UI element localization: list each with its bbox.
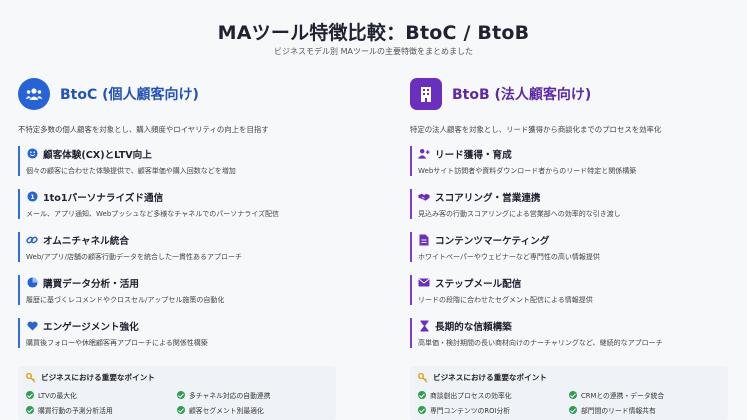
btob-header: BtoB (法人顧客向け) xyxy=(410,76,730,112)
svg-text:1: 1 xyxy=(30,193,35,201)
point-text: 多チャネル対応の自動連携 xyxy=(189,392,271,400)
point-text: 商談創出プロセスの効率化 xyxy=(430,392,512,400)
btoc-title: BtoC (個人顧客向け) xyxy=(60,87,199,103)
btob-feature: スコアリング・営業連携 見込み客の行動スコアリングによる営業部への効率的な引き渡… xyxy=(410,189,730,222)
point-text: 購買行動の予測分析活用 xyxy=(38,407,113,415)
btoc-description: 不特定多数の個人顧客を対象とし、購入頻度やロイヤリティの向上を目指す xyxy=(18,125,269,134)
check-icon xyxy=(26,406,34,414)
hourglass-icon xyxy=(418,320,430,332)
btob-title: BtoB (法人顧客向け) xyxy=(452,87,592,103)
feature-title: 顧客体験(CX)とLTV向上 xyxy=(43,149,152,161)
smile-icon xyxy=(26,148,38,160)
point-item: 部門間のリード情報共有 xyxy=(569,405,720,415)
one-to-one-icon: 1 xyxy=(26,191,38,203)
building-icon xyxy=(410,78,442,110)
point-item: CRMとの連携・データ統合 xyxy=(569,390,720,400)
feature-desc: 履歴に基づくレコメンドやクロスセル/アップセル施策の自動化 xyxy=(26,296,225,304)
feature-title: スコアリング・営業連携 xyxy=(435,192,541,204)
document-icon xyxy=(418,234,430,246)
btob-description: 特定の法人顧客を対象とし、リード獲得から商談化までのプロセスを効率化 xyxy=(410,125,662,134)
point-text: CRMとの連携・データ統合 xyxy=(581,392,665,400)
point-text: LTVの最大化 xyxy=(38,392,77,400)
feature-title: オムニチャネル統合 xyxy=(43,235,129,247)
check-icon xyxy=(569,406,577,414)
btob-feature: リード獲得・育成 Webサイト訪問者や資料ダウンロード者からのリード特定と関係構… xyxy=(410,146,730,179)
feature-desc: ホワイトペーパーやウェビナーなど専門性の高い情報提供 xyxy=(418,253,600,261)
point-item: 顧客セグメント別最適化 xyxy=(177,405,328,415)
points-title: ビジネスにおける重要なポイント xyxy=(433,373,547,382)
btoc-feature: エンゲージメント強化 購買後フォローや休眠顧客再アプローチによる関係性構築 xyxy=(18,318,338,351)
users-icon xyxy=(18,78,50,110)
btoc-feature: 1 1to1パーソナライズド通信 メール、アプリ通知、Webプッシュなど多様なチ… xyxy=(18,189,338,222)
feature-title: エンゲージメント強化 xyxy=(43,321,139,333)
feature-desc: メール、アプリ通知、Webプッシュなど多様なチャネルでのパーソナライズ配信 xyxy=(26,210,279,218)
check-icon xyxy=(177,391,185,399)
btob-feature: ステップメール配信 リードの段階に合わせたセグメント配信による情報提供 xyxy=(410,275,730,308)
point-item: 専門コンテンツのROI分析 xyxy=(418,405,569,415)
user-plus-icon xyxy=(418,148,430,160)
feature-title: リード獲得・育成 xyxy=(435,149,512,161)
feature-desc: 見込み客の行動スコアリングによる営業部への効率的な引き渡し xyxy=(418,210,621,218)
mail-icon xyxy=(418,277,430,289)
feature-title: ステップメール配信 xyxy=(435,278,522,290)
key-icon xyxy=(26,372,36,383)
btob-column: BtoB (法人顧客向け) 特定の法人顧客を対象とし、リード獲得から商談化までの… xyxy=(410,76,730,351)
btob-key-points: ビジネスにおける重要なポイント 商談創出プロセスの効率化 CRMとの連携・データ… xyxy=(410,366,728,420)
btoc-column: BtoC (個人顧客向け) 不特定多数の個人顧客を対象とし、購入頻度やロイヤリテ… xyxy=(18,76,338,351)
feature-desc: Webサイト訪問者や資料ダウンロード者からのリード特定と関係構築 xyxy=(418,167,637,175)
feature-title: コンテンツマーケティング xyxy=(435,235,550,247)
check-icon xyxy=(569,391,577,399)
points-title: ビジネスにおける重要なポイント xyxy=(41,373,155,382)
heart-icon xyxy=(26,320,38,332)
feature-title: 購買データ分析・活用 xyxy=(43,278,139,290)
check-icon xyxy=(26,391,34,399)
point-item: LTVの最大化 xyxy=(26,390,177,400)
pie-chart-icon xyxy=(26,277,38,289)
page-title: MAツール特徴比較：BtoC / BtoB xyxy=(217,22,530,44)
btob-feature: コンテンツマーケティング ホワイトペーパーやウェビナーなど専門性の高い情報提供 xyxy=(410,232,730,265)
btob-feature: 長期的な信頼構築 高単価・検討期間の長い商材向けのナーチャリングなど、継続的なア… xyxy=(410,318,730,351)
btoc-header: BtoC (個人顧客向け) xyxy=(18,76,338,112)
feature-desc: 購買後フォローや休眠顧客再アプローチによる関係性構築 xyxy=(26,339,208,347)
point-text: 顧客セグメント別最適化 xyxy=(189,407,264,415)
btoc-feature: 顧客体験(CX)とLTV向上 個々の顧客に合わせた体験提供で、顧客単価や購入回数… xyxy=(18,146,338,179)
key-icon xyxy=(418,372,428,383)
check-icon xyxy=(177,406,185,414)
feature-title: 1to1パーソナライズド通信 xyxy=(43,192,164,204)
btoc-key-points: ビジネスにおける重要なポイント LTVの最大化 多チャネル対応の自動連携 購買行… xyxy=(18,366,336,420)
point-text: 部門間のリード情報共有 xyxy=(581,407,656,415)
check-icon xyxy=(418,391,426,399)
feature-desc: Web/アプリ/店舗の顧客行動データを統合した一貫性あるアプローチ xyxy=(26,253,242,261)
page-subtitle: ビジネスモデル別 MAツールの主要特徴をまとめました xyxy=(274,47,473,56)
feature-desc: 個々の顧客に合わせた体験提供で、顧客単価や購入回数などを増加 xyxy=(26,167,236,175)
feature-title: 長期的な信頼構築 xyxy=(435,321,512,333)
feature-desc: リードの段階に合わせたセグメント配信による情報提供 xyxy=(418,296,593,304)
point-item: 購買行動の予測分析活用 xyxy=(26,405,177,415)
check-icon xyxy=(418,406,426,414)
btoc-feature: オムニチャネル統合 Web/アプリ/店舗の顧客行動データを統合した一貫性あるアプ… xyxy=(18,232,338,265)
feature-desc: 高単価・検討期間の長い商材向けのナーチャリングなど、継続的なアプローチ xyxy=(418,339,663,347)
point-text: 専門コンテンツのROI分析 xyxy=(430,407,511,415)
point-item: 多チャネル対応の自動連携 xyxy=(177,390,328,400)
btoc-feature: 購買データ分析・活用 履歴に基づくレコメンドやクロスセル/アップセル施策の自動化 xyxy=(18,275,338,308)
handshake-icon xyxy=(418,191,430,203)
link-icon xyxy=(26,234,38,246)
point-item: 商談創出プロセスの効率化 xyxy=(418,390,569,400)
